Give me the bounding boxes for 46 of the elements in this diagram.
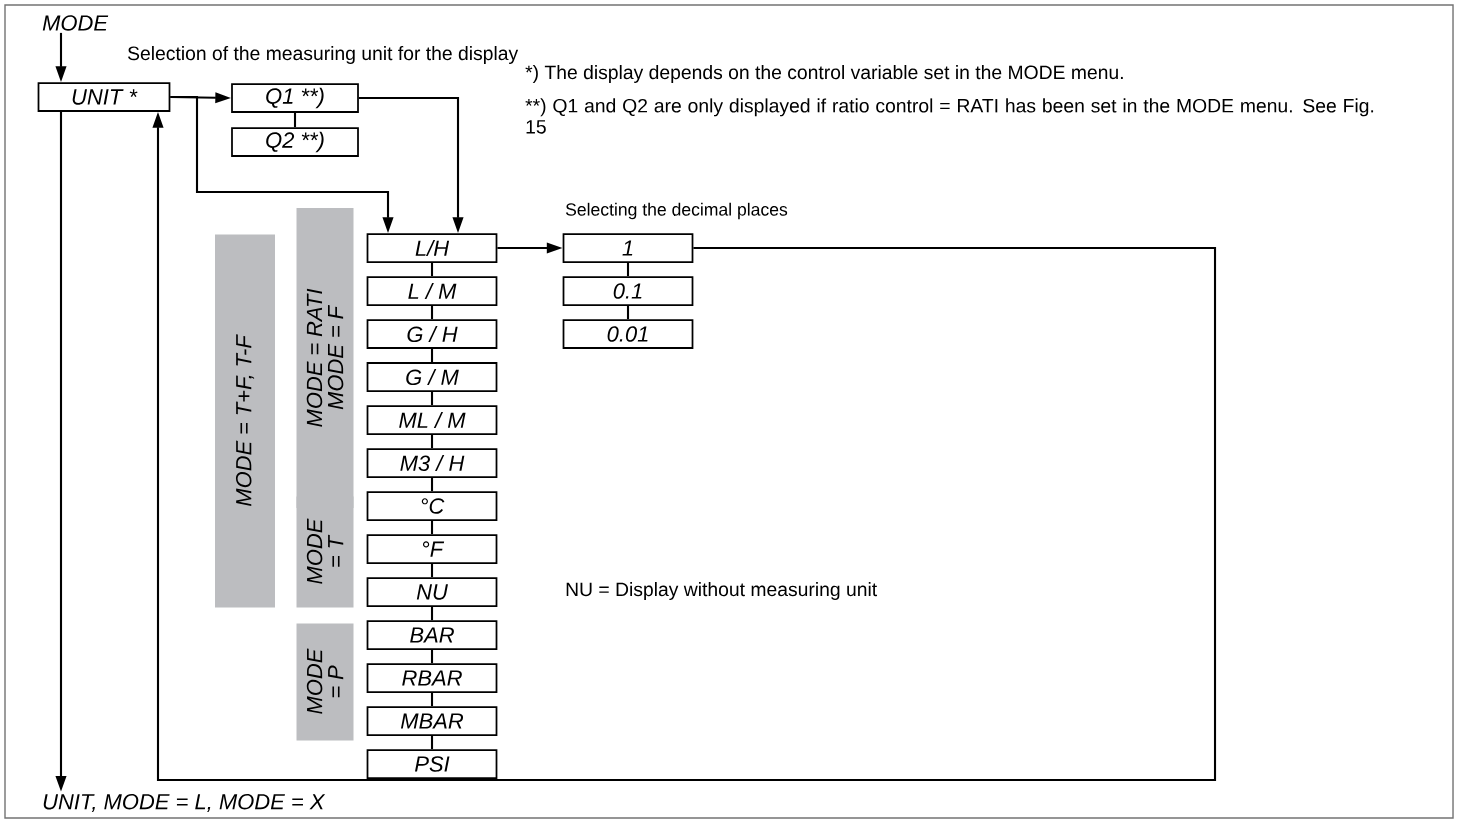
menu-box: G / H [366,319,498,349]
menu-box: 0.1 [562,276,694,306]
connector [430,391,434,406]
menu-label: MODE [42,15,109,31]
connector [430,692,434,707]
connector [430,649,434,664]
connector [293,112,297,128]
mode-band: MODE = T+F, T-F [215,234,275,608]
footnote-text: *) The display depends on the control variable set in the MODE menu. [525,65,1123,83]
node-label: MODE = RATI [306,288,323,427]
mode-band: MODE = P [296,623,354,741]
node-label: MODE = T [306,518,344,584]
menu-box: °C [366,491,498,521]
menu-box: MBAR [366,706,498,736]
connector [430,520,434,535]
connector [430,735,434,750]
footnote-text: **) Q1 and Q2 are only displayed if ratio control = RATI has been set in the MODE menu. See Fig. 15 [525,98,1374,134]
menu-box: 1 [562,233,694,263]
caption-text: Selection of the measuring unit for the display [128,46,519,64]
connector [430,434,434,449]
connector [430,348,434,363]
menu-box: L / M [366,276,498,306]
menu-box: °F [366,534,498,564]
mode-band: MODE = T [296,496,354,608]
connector [430,606,434,621]
menu-box: ML / M [366,405,498,435]
menu-box: Q2 **) [231,127,359,157]
connector [430,262,434,277]
connector [626,262,630,277]
node-label: MODE = F [327,305,344,410]
menu-box: 0.01 [562,319,694,349]
menu-box: RBAR [366,663,498,693]
menu-box: NU [366,577,498,607]
menu-box: Q1 **) [231,83,359,113]
connector [430,563,434,578]
connector [430,477,434,492]
menu-box: UNIT * [37,82,171,112]
menu-box: BAR [366,620,498,650]
menu-box: L/H [366,233,498,263]
menu-box: G / M [366,362,498,392]
connector [430,305,434,320]
menu-label: UNIT, MODE = L, MODE = X [43,793,326,813]
connector [626,305,630,320]
menu-box: PSI [366,749,498,779]
menu-box: M3 / H [366,448,498,478]
note-text: NU = Display without measuring unit [566,582,878,600]
